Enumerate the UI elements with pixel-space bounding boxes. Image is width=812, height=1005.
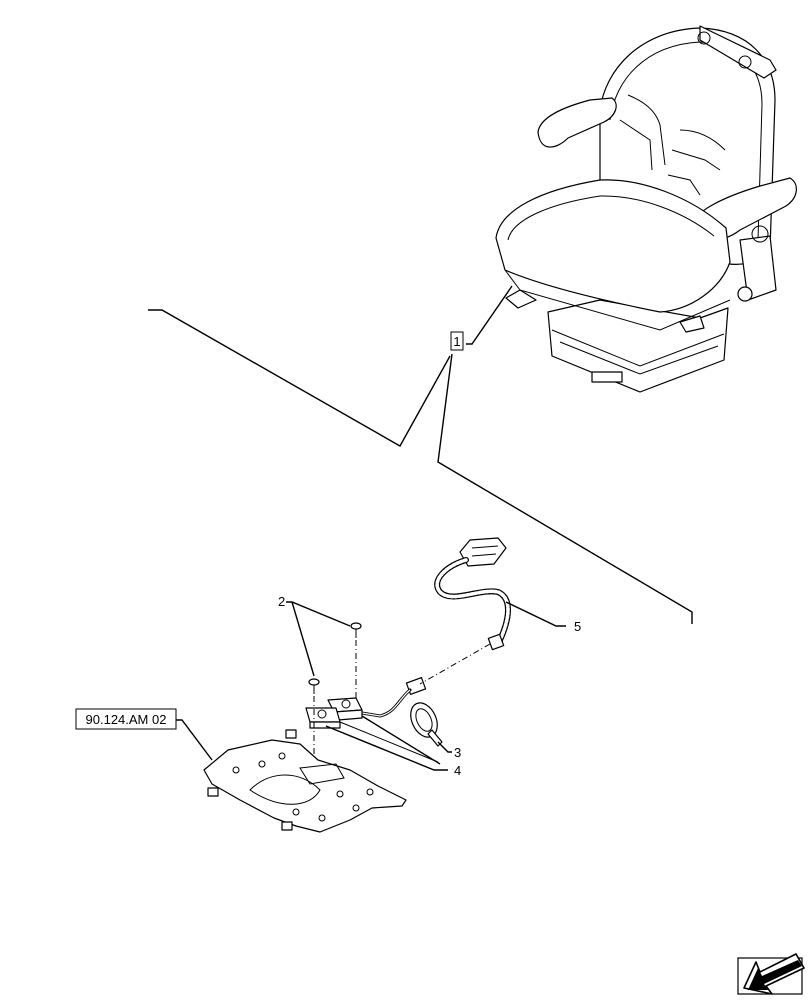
callout-5-leader xyxy=(505,601,566,627)
callout-2-leader-b xyxy=(291,601,315,677)
callout-1-leader-left xyxy=(148,309,451,447)
mounting-plate xyxy=(203,729,407,833)
operator-seat xyxy=(495,25,797,393)
reference-box[interactable]: 90.124.AM 02 xyxy=(75,708,177,730)
screw-upper xyxy=(350,622,362,638)
callout-3-label: 3 xyxy=(454,745,461,760)
callout-2-label: 2 xyxy=(278,594,285,609)
previous-page-arrow-icon[interactable] xyxy=(737,953,805,995)
callout-1-label: 1 xyxy=(453,334,460,349)
wiring-harness xyxy=(354,537,511,718)
callout-3-leader xyxy=(437,741,452,753)
callout-4-label: 4 xyxy=(454,763,461,778)
reference-label[interactable]: 90.124.AM 02 xyxy=(86,712,167,727)
callout-1-box: 1 xyxy=(450,331,464,351)
screw-lower xyxy=(308,678,320,694)
callout-4-leader-a xyxy=(325,725,448,771)
harness-assembly-axis xyxy=(419,643,491,685)
callout-4-leader-b xyxy=(361,715,441,765)
callout-1-leader-seat xyxy=(466,285,513,345)
reference-leader xyxy=(176,719,213,761)
cable-tie xyxy=(410,702,443,747)
callout-5-label: 5 xyxy=(574,619,581,634)
callout-1-leader-right xyxy=(437,353,693,624)
